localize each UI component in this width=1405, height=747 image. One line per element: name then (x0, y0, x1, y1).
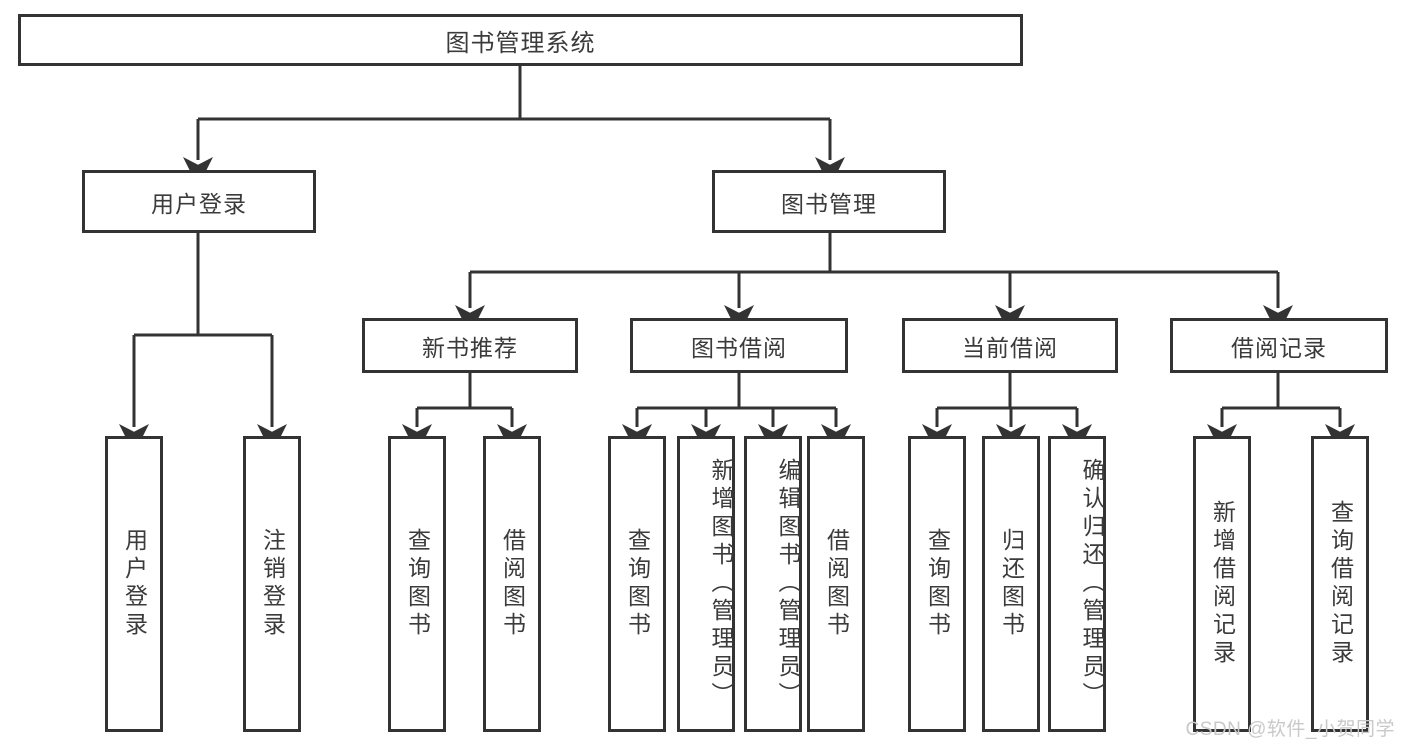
node-book-management[interactable]: 图书管理 (712, 170, 946, 233)
node-book-borrow[interactable]: 图书借阅 (630, 318, 848, 373)
leaf-add-book-admin[interactable]: 新增图书（管理员） (677, 436, 735, 732)
node-borrow-record[interactable]: 借阅记录 (1170, 318, 1388, 373)
node-new-book-recommend[interactable]: 新书推荐 (362, 318, 578, 373)
leaf-confirm-return-admin[interactable]: 确认归还（管理员） (1048, 436, 1106, 732)
leaf-logout[interactable]: 注销登录 (243, 436, 301, 732)
leaf-query-book-recommend[interactable]: 查询图书 (388, 436, 446, 732)
leaf-return-book[interactable]: 归还图书 (982, 436, 1040, 732)
leaf-borrow-book-recommend[interactable]: 借阅图书 (483, 436, 541, 732)
leaf-borrow-book[interactable]: 借阅图书 (807, 436, 865, 732)
leaf-add-borrow-record[interactable]: 新增借阅记录 (1193, 436, 1251, 732)
node-current-borrow[interactable]: 当前借阅 (902, 318, 1118, 373)
watermark: CSDN @软件_小贺同学 (1185, 719, 1395, 740)
leaf-query-book-current[interactable]: 查询图书 (908, 436, 966, 732)
leaf-user-login[interactable]: 用户登录 (105, 436, 163, 732)
leaf-query-borrow-record[interactable]: 查询借阅记录 (1311, 436, 1369, 732)
node-user-login[interactable]: 用户登录 (82, 170, 316, 233)
leaf-query-book-borrow[interactable]: 查询图书 (608, 436, 666, 732)
leaf-edit-book-admin[interactable]: 编辑图书（管理员） (744, 436, 802, 732)
node-root[interactable]: 图书管理系统 (18, 14, 1023, 66)
